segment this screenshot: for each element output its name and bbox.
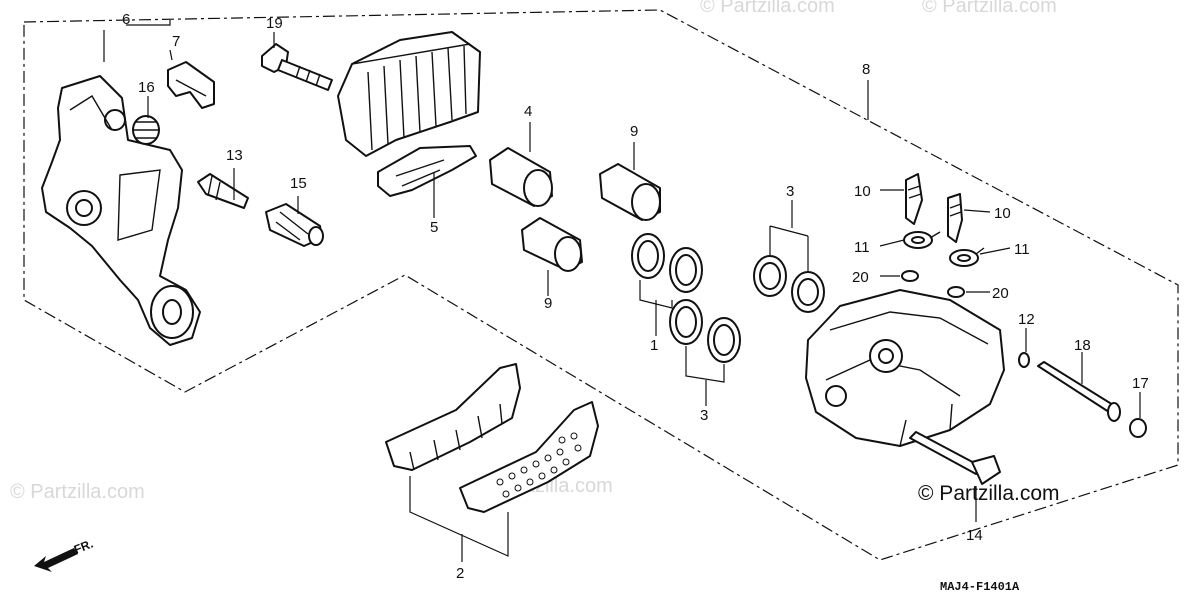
bleeder-cap	[949, 247, 985, 267]
piston	[489, 147, 553, 207]
pin-cap	[1129, 418, 1147, 438]
figure-code: MAJ4-F1401A	[940, 580, 1020, 594]
o-ring	[1018, 352, 1030, 368]
caliper-body	[805, 289, 1005, 447]
caliper-bracket	[41, 75, 201, 346]
washer	[901, 270, 965, 298]
direction-label: FR.	[72, 537, 95, 557]
callout-4: 4	[524, 103, 532, 120]
pad-pin	[197, 173, 249, 209]
callout-9: 9	[630, 123, 638, 140]
leader-lines	[103, 20, 1141, 562]
bleeder-cap	[903, 231, 941, 249]
bleeder-valve	[947, 193, 963, 243]
bleeder-valve	[905, 173, 923, 225]
boot	[132, 115, 160, 145]
watermark: © Partzilla.com	[10, 481, 145, 503]
callout-1: 1	[650, 337, 658, 354]
callout-13: 13	[226, 147, 243, 164]
callout-7: 7	[172, 33, 180, 50]
callout-2: 2	[456, 565, 464, 582]
pad-spring	[377, 145, 477, 197]
piston	[521, 217, 583, 272]
callout-18: 18	[1074, 337, 1091, 354]
callout-11: 11	[854, 239, 870, 256]
callouts: 6 7 16 13 15 19 5 4 9 9 8 3 1 3 2 10 10 …	[122, 11, 1149, 582]
watermark: © Partzilla.com	[700, 0, 835, 17]
watermark: © Partzilla.com	[922, 0, 1057, 17]
caliper-bolt	[261, 43, 333, 91]
callout-10: 10	[854, 183, 871, 200]
callout-5: 5	[430, 219, 438, 236]
brake-pad	[459, 401, 599, 513]
callout-20: 20	[852, 269, 869, 286]
callout-16: 16	[138, 79, 155, 96]
caliper-mounting-bolt	[909, 431, 1001, 485]
caliper-pin	[1037, 361, 1121, 422]
callout-8: 8	[862, 61, 870, 78]
callout-20: 20	[992, 285, 1009, 302]
assembly-boundary	[23, 9, 1179, 561]
copyright-text: © Partzilla.com	[918, 482, 1060, 505]
pin-sleeve	[265, 203, 324, 247]
callout-15: 15	[290, 175, 307, 192]
callout-12: 12	[1018, 311, 1035, 328]
dust-seal	[753, 255, 825, 313]
pad-spring-clip	[167, 61, 215, 109]
callout-19: 19	[266, 15, 283, 32]
piston	[599, 163, 661, 221]
piston-seal	[631, 233, 741, 363]
callout-10: 10	[994, 205, 1011, 222]
callout-11: 11	[1014, 241, 1030, 258]
caliper-cover	[337, 31, 481, 157]
callout-14: 14	[966, 527, 983, 544]
callout-6: 6	[122, 11, 130, 28]
brake-pad	[385, 363, 521, 471]
front-direction-arrow-icon: FR.	[34, 537, 95, 572]
callout-17: 17	[1132, 375, 1149, 392]
callout-3: 3	[786, 183, 794, 200]
callout-9: 9	[544, 295, 552, 312]
callout-3: 3	[700, 407, 708, 424]
